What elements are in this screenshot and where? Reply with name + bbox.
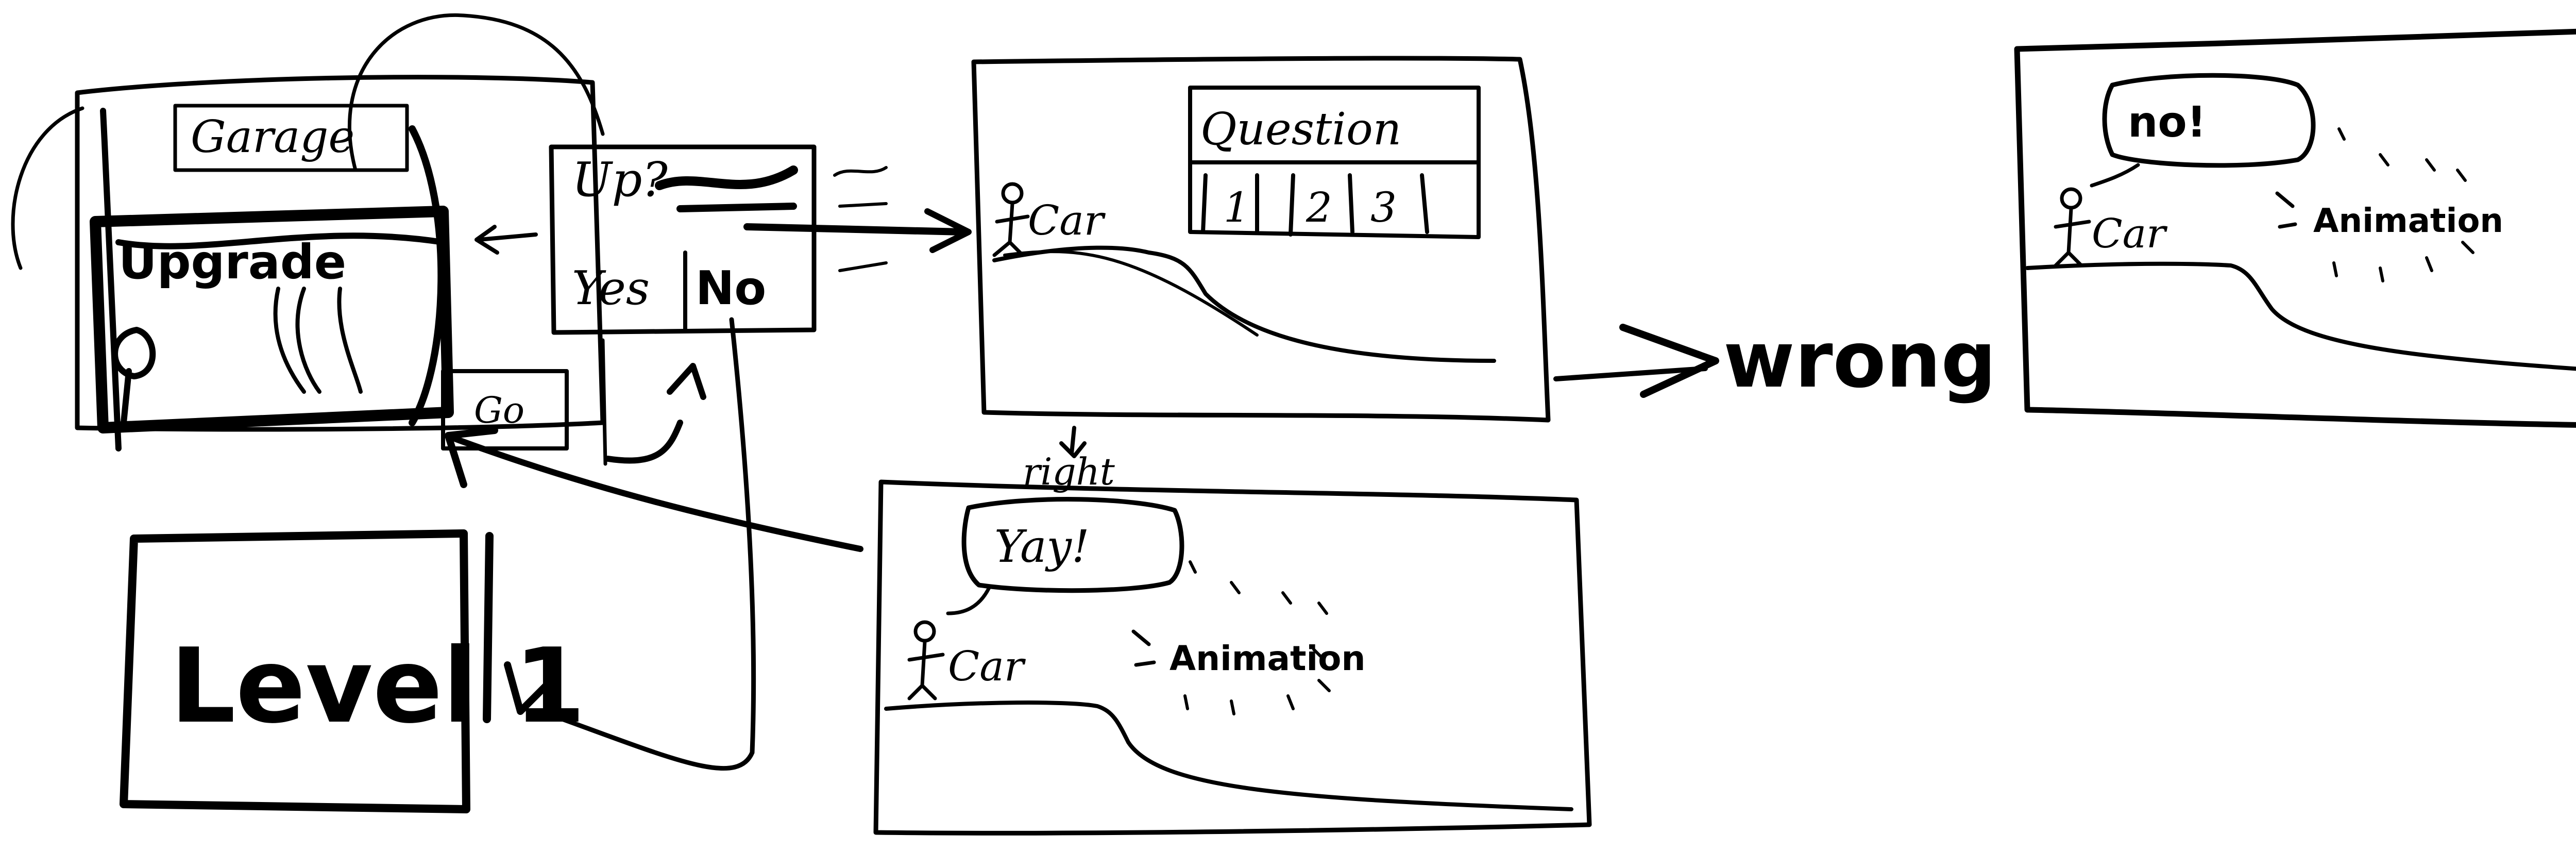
go-button[interactable]: Go xyxy=(474,389,524,431)
yay-speech: Yay! xyxy=(994,521,1090,573)
wrong-car-label: Car xyxy=(2092,211,2168,257)
right-answer-screen: Yay! Car Animation xyxy=(873,479,1592,836)
answer-option-2[interactable]: 2 xyxy=(1306,183,1332,231)
answer-option-3[interactable]: 3 xyxy=(1370,183,1397,231)
wrong-answer-screen: no! Car Animation xyxy=(2014,29,2576,428)
no-speech: no! xyxy=(2128,98,2206,147)
wrong-animation-label: Animation xyxy=(2313,202,2503,240)
arrow-yes-to-go xyxy=(605,420,683,464)
level-screen: Level 1 xyxy=(120,529,585,813)
right-animation-label: Animation xyxy=(1170,639,1366,678)
answer-options: 1 2 3 xyxy=(1201,173,1429,237)
popup-question: Up? xyxy=(572,152,668,207)
arrow-wrong xyxy=(1553,366,1708,381)
arrow-popup-to-garage xyxy=(477,232,538,242)
answer-option-1[interactable]: 1 xyxy=(1224,183,1250,231)
arrow-right-to-go xyxy=(450,435,863,552)
question-car-label: Car xyxy=(1028,196,1106,244)
level-label[interactable]: Level 1 xyxy=(170,626,585,746)
upgrade-popup: Up? Yes No xyxy=(549,144,817,335)
arrow-no-to-level xyxy=(538,317,756,771)
popup-no-option[interactable]: No xyxy=(696,261,766,315)
right-car-label: Car xyxy=(948,642,1026,690)
arrow-right xyxy=(1070,426,1076,456)
garage-title: Garage xyxy=(191,111,354,163)
garage-screen: Garage Upgrade Go xyxy=(11,13,605,452)
popup-yes-option[interactable]: Yes xyxy=(572,261,650,315)
wrong-label: wrong xyxy=(1723,315,1996,405)
question-screen: Question 1 2 3 Car xyxy=(971,56,1551,423)
question-title: Question xyxy=(1200,104,1401,155)
arrow-to-question xyxy=(743,223,967,236)
